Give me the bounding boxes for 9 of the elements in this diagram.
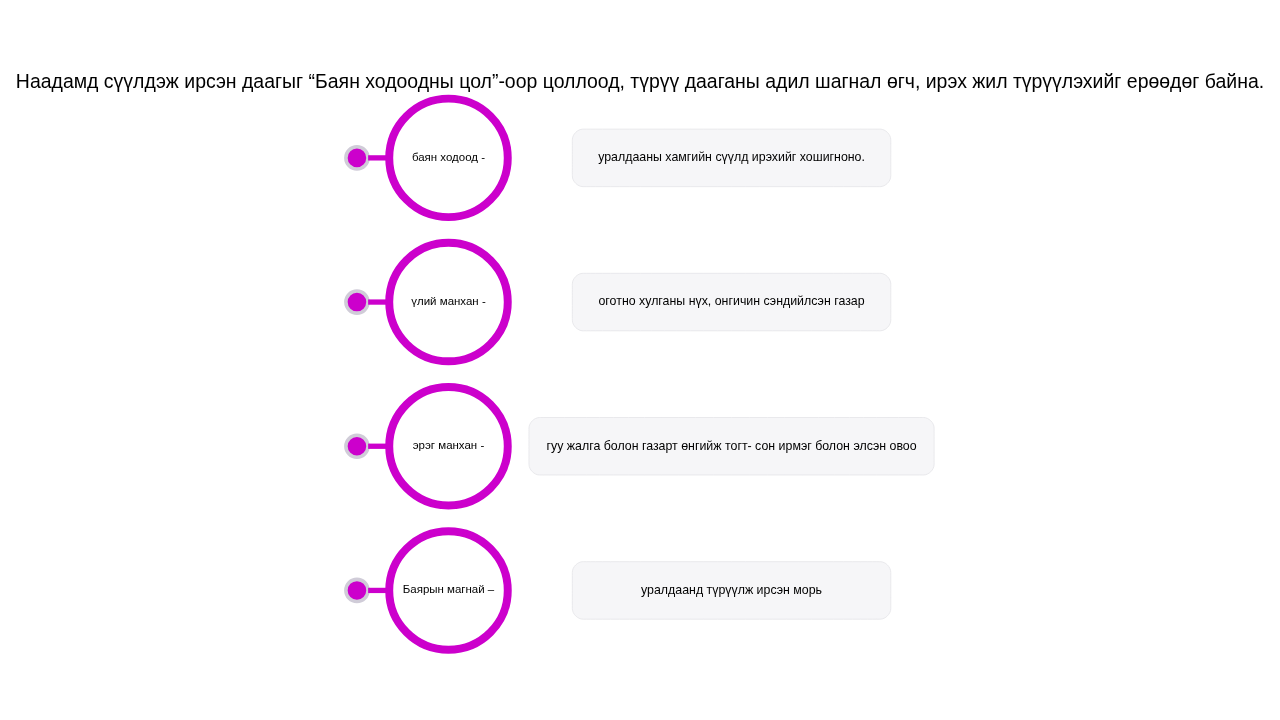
connector (368, 299, 388, 305)
node-circle (344, 289, 370, 315)
connector (368, 155, 388, 161)
diagram-title: Наадамд сүүлдэж ирсэн даагыг “Баян ходоодны цол”-оор цоллоод, түрүү дааганы адил шагнал өгч, ирэх жил түрүүлэхийг ерөөдөг байна. (15, 69, 1265, 92)
node-circle (344, 577, 370, 604)
node-circle (344, 433, 370, 460)
connector (368, 443, 388, 449)
node-circle (344, 145, 370, 171)
connector (368, 587, 388, 594)
